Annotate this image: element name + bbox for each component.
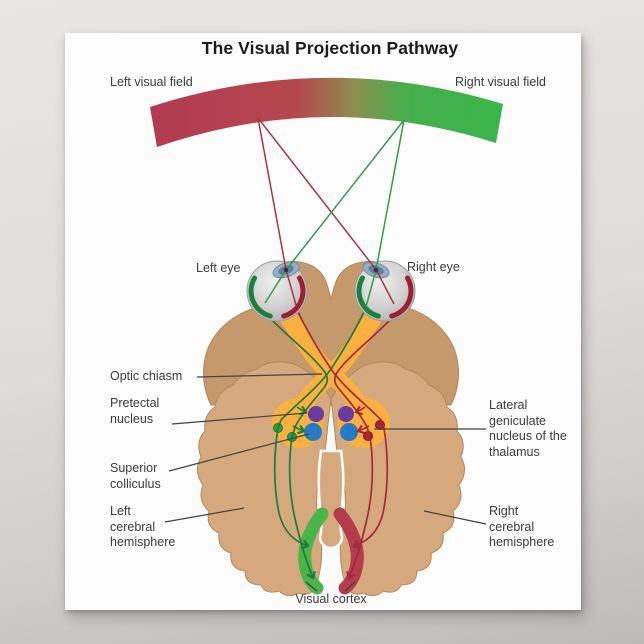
pretectal-nuclei [308, 406, 354, 422]
label-left-eye: Left eye [196, 261, 241, 275]
right-eyeball [354, 260, 416, 322]
left-eye [246, 260, 308, 322]
pointer-right-hemisphere [423, 510, 487, 525]
poster-title: The Visual Projection Pathway [201, 38, 459, 58]
light-rays [257, 117, 405, 308]
visual-field-bar [150, 77, 503, 147]
pointer-optic-chiasm [196, 373, 323, 378]
label-superior-colliculus: Superior colliculus [110, 461, 161, 491]
right-eye-green-retina [356, 275, 381, 319]
label-optic-chiasm: Optic chiasm [110, 369, 183, 383]
label-right-visual-field: Right visual field [454, 75, 546, 89]
pointer-visual-cortex-left [305, 581, 318, 592]
left-eyeball [246, 260, 308, 322]
pointer-visual-cortex-right [344, 581, 356, 592]
brainstem-fissure [317, 449, 345, 550]
left-eye-red-retina [281, 275, 306, 319]
poster: The Visual Projection Pathway Left visua… [65, 33, 581, 610]
label-visual-cortex: Visual cortex [295, 592, 367, 606]
visual-cortex-right [333, 507, 364, 595]
pointer-superior-colliculus [168, 433, 310, 472]
label-left-visual-field: Left visual field [110, 75, 193, 89]
visual-pathway-diagram [150, 77, 503, 597]
label-left-hemisphere: Left cerebral hemisphere [110, 504, 176, 549]
label-right-eye: Right eye [407, 260, 460, 274]
visual-cortex-left [298, 507, 329, 595]
pointer-left-hemisphere [164, 507, 245, 523]
left-eye-green-retina [248, 275, 273, 319]
pointer-pretectal [171, 412, 308, 425]
right-eye [354, 260, 416, 322]
pointer-lines [164, 373, 487, 592]
superior-colliculi [304, 423, 358, 441]
label-right-hemisphere: Right cerebral hemisphere [489, 504, 555, 549]
label-pretectal-nucleus: Pretectal nucleus [110, 396, 160, 426]
right-eye-red-retina [389, 275, 414, 319]
label-lateral-geniculate: Lateral geniculate nucleus of the thalam… [489, 398, 567, 459]
